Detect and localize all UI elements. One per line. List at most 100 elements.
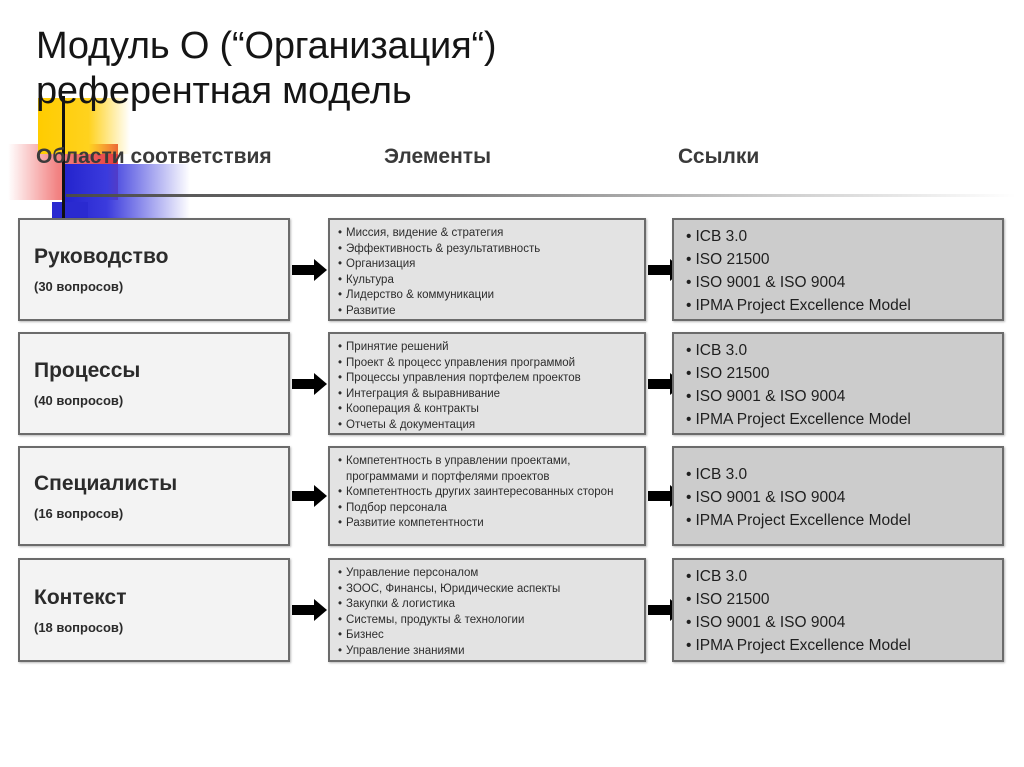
element-item-label: Управление персоналом [346,567,479,579]
elements-box[interactable]: •Принятие решений•Проект & процесс управ… [328,332,646,435]
competence-area-question-count: (30 вопросов) [34,279,124,294]
element-item: •ЗООС, Финансы, Юридические аспекты [338,582,636,598]
competence-area-box[interactable]: Руководство(30 вопросов) [18,218,290,321]
bullet-icon: • [338,356,343,369]
column-header-areas: Области соответствия [36,145,272,168]
reference-item-label: ISO 9001 & ISO 9004 [695,614,846,631]
element-item-label: Системы, продукты & технологии [346,613,525,626]
reference-item: •IPMA Project Excellence Model [686,294,992,317]
element-item: •Принятие решений [338,340,636,356]
reference-item-label: IPMA Project Excellence Model [695,511,911,529]
bullet-icon: • [686,465,692,483]
elements-box[interactable]: • Компетентность в управлении проектами, … [328,446,646,546]
element-item: •Компетентность в управлении проектами, … [338,454,636,485]
element-item-list: •Принятие решений•Проект & процесс управ… [338,340,636,434]
reference-item-list: •ICB 3.0•ISO 9001 & ISO 9004•IPMA Projec… [686,463,992,532]
references-box[interactable]: •ICB 3.0•ISO 21500•ISO 9001 & ISO 9004•I… [672,332,1004,435]
reference-item-list: •ICB 3.0•ISO 21500•ISO 9001 & ISO 9004•I… [686,225,992,317]
arrow-area-to-elements-stem [292,378,314,389]
bullet-icon: • [686,364,692,382]
element-item-label: Проект & процесс управления программой [346,356,576,369]
reference-item-label: ISO 21500 [695,591,770,608]
element-item: •Компетентность других заинтересованных … [338,485,636,501]
bullet-icon: • [338,372,343,385]
element-item-list: • Компетентность в управлении проектами, … [338,454,636,532]
reference-item-label: IPMA Project Excellence Model [695,410,911,428]
bullet-icon: • [686,387,692,405]
element-item-label: Принятие решений [346,341,449,353]
references-box[interactable]: •ICB 3.0•ISO 21500•ISO 9001 & ISO 9004•I… [672,218,1004,321]
element-item: •Подбор персонала [338,501,636,517]
matrix-row: Руководство(30 вопросов) •Миссия, видение… [0,218,1024,321]
reference-item: •ICB 3.0 [686,339,992,362]
element-item-list: •Миссия, видение & стратегия•Эффективнос… [338,226,636,320]
competence-area-box[interactable]: Процессы (40 вопросов) [18,332,290,435]
element-item-label: ЗООС, Финансы, Юридические аспекты [346,582,561,595]
element-item-label: Компетентность в управлении проектами, п… [346,455,571,483]
element-item: •Развитие [338,304,636,320]
arrow-elements-to-references-stem [648,378,670,389]
references-box[interactable]: •ICB 3.0•ISO 9001 & ISO 9004•IPMA Projec… [672,446,1004,546]
reference-item-list: •ICB 3.0•ISO 21500•ISO 9001 & ISO 9004•I… [686,565,992,657]
element-item-label: Компетентность других заинтересованных с… [346,486,614,499]
arrow-elements-to-references-stem [648,264,670,275]
element-item-label: Кооперация & контракты [346,403,479,416]
column-header-references: Ссылки [678,145,760,168]
reference-item-label: ISO 21500 [695,250,770,268]
element-item-label: Бизнес [346,629,384,642]
arrow-area-to-elements [292,372,328,395]
competence-area-title: Процессы [34,359,141,382]
competence-area-box[interactable]: Специалисты(16 вопросов) [18,446,290,546]
bullet-icon: • [686,591,692,608]
arrow-area-to-elements-stem [292,491,314,501]
reference-item-label: ICB 3.0 [695,465,748,483]
reference-item-label: ISO 21500 [695,364,770,382]
elements-box[interactable]: •Миссия, видение & стратегия•Эффективнос… [328,218,646,321]
element-item: •Культура [338,273,636,289]
bullet-icon: • [338,304,343,317]
element-item-label: Управление знаниями [346,644,465,657]
competence-area-title: Специалисты [34,471,178,495]
elements-box[interactable]: •Управление персоналом•ЗООС, Финансы, Юр… [328,558,646,662]
element-item: •Проект & процесс управления программой [338,356,636,372]
bullet-icon: • [686,250,692,268]
reference-item: •IPMA Project Excellence Model [686,509,992,532]
element-item-list: •Управление персоналом•ЗООС, Финансы, Юр… [338,566,636,660]
reference-item: •ICB 3.0 [686,565,992,588]
reference-item: •ISO 21500 [686,588,992,611]
matrix-row: Процессы(40 вопросов)•Принятие решений•П… [0,332,1024,435]
bullet-icon: • [338,341,343,353]
bullet-icon: • [338,629,343,642]
bullet-icon: • [686,488,692,506]
bullet-icon: • [686,273,692,291]
reference-item: •ISO 9001 & ISO 9004 [686,486,992,509]
element-item-label: Подбор персонала [346,501,447,514]
bullet-icon: • [338,258,343,271]
competence-area-title: Контекст [34,585,127,609]
bullet-icon: • [338,567,343,579]
bullet-icon: • [686,614,692,631]
element-item-label: Интеграция & выравнивание [346,387,501,400]
bullet-icon: • [338,598,343,611]
bullet-icon: • [686,568,692,585]
references-box[interactable]: •ICB 3.0•ISO 21500•ISO 9001 & ISO 9004•I… [672,558,1004,662]
element-item: •Системы, продукты & технологии [338,613,636,629]
arrow-area-to-elements-stem [292,605,314,615]
reference-item: •ICB 3.0 [686,463,992,486]
competence-area-box[interactable]: Контекст(18 вопросов) [18,558,290,662]
reference-item-label: ICB 3.0 [695,227,748,245]
bullet-icon: • [686,637,692,654]
bullet-icon: • [686,511,692,529]
bullet-icon: • [338,418,343,431]
reference-item-label: ICB 3.0 [695,568,748,585]
arrow-area-to-elements-head [314,258,327,281]
reference-item-label: ICB 3.0 [695,341,748,359]
element-item-label: Отчеты & документация [346,418,476,431]
competence-area-question-count: (40 вопросов) [34,393,124,408]
element-item-label: Развитие компетентности [346,517,484,530]
bullet-icon: • [338,517,343,530]
arrow-area-to-elements [292,258,328,281]
bullet-icon: • [338,403,343,416]
element-item: •Интеграция & выравнивание [338,387,636,403]
element-item: •Отчеты & документация [338,418,636,434]
